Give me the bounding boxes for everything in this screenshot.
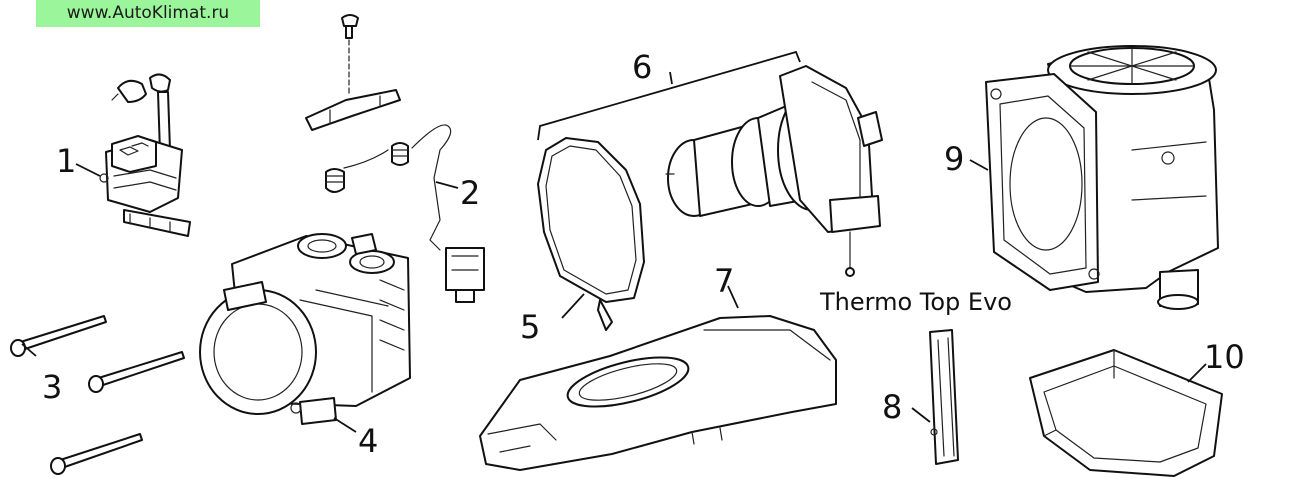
part-1-control-bracket <box>99 73 191 237</box>
callout-8: 8 <box>882 388 902 426</box>
part-10-tray <box>1029 349 1223 477</box>
part-4-heat-exchanger <box>199 233 411 425</box>
callout-10: 10 <box>1204 338 1245 376</box>
callout-leader-lines <box>21 71 1207 433</box>
part-2-sensor-kit <box>305 14 485 303</box>
callout-6: 6 <box>632 48 652 86</box>
callout-3: 3 <box>42 368 62 406</box>
site-watermark: www.AutoKlimat.ru <box>36 0 260 27</box>
callout-2: 2 <box>460 174 480 212</box>
callout-4: 4 <box>358 422 378 460</box>
part-3-bolts <box>10 315 185 475</box>
callout-9: 9 <box>944 140 964 178</box>
model-label: Thermo Top Evo <box>819 288 1012 316</box>
part-9-blower <box>985 45 1219 310</box>
part-8-clip <box>929 329 959 465</box>
callout-5: 5 <box>520 308 540 346</box>
part-6-burner <box>537 50 883 277</box>
callout-numbers: 1 2 3 4 5 6 7 8 9 10 <box>42 48 1245 460</box>
part-7-cover <box>479 315 837 471</box>
callout-7: 7 <box>714 262 734 300</box>
callout-1: 1 <box>56 142 76 180</box>
part-5-gasket <box>537 137 645 331</box>
